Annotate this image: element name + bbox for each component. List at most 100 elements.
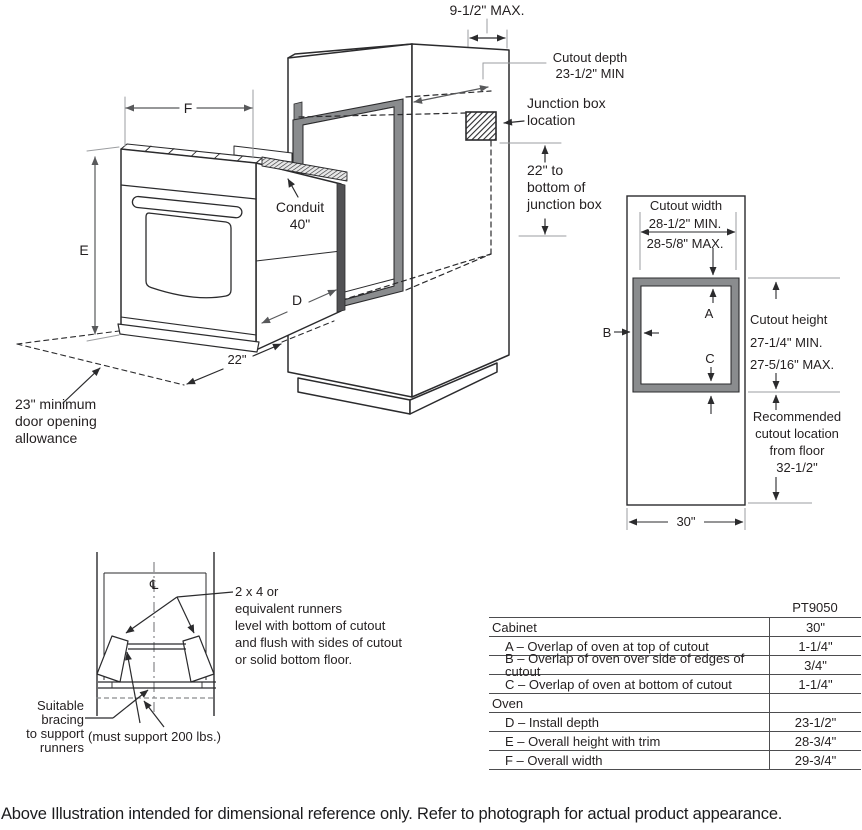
row-label: F – Overall width: [489, 751, 770, 769]
dim-c: C: [705, 351, 715, 414]
oven-handle: [131, 195, 243, 219]
row-label: E – Overall height with trim: [489, 732, 770, 750]
dim-f: F: [124, 89, 254, 159]
oven-trim-line: [120, 316, 257, 336]
dim-b: B: [603, 325, 659, 340]
runner-view: ℄ 2 x 4 or equivalent runners level with…: [26, 552, 402, 755]
cutout-width-line1: Cutout width: [650, 198, 722, 213]
cutout-depth-line2: 23-1/2" MIN: [556, 66, 625, 81]
oven: [117, 143, 348, 353]
row-label: A – Overlap of oven at top of cutout: [489, 637, 770, 655]
runner-note-line4: and flush with sides of cutout: [235, 635, 402, 650]
dim-cutout-width: Cutout width 28-1/2" MIN. 28-5/8" MAX.: [639, 198, 737, 270]
recommended-line2: cutout location: [755, 426, 839, 441]
dim-cutout-depth: Cutout depth 23-1/2" MIN: [413, 50, 627, 104]
oven-window: [145, 212, 232, 299]
junction-dim-line1: 22" to: [527, 162, 563, 178]
dim-9-5-max: 9-1/2" MAX.: [450, 2, 525, 42]
row-label: B – Overlap of oven over side of edges o…: [489, 652, 770, 678]
table-row-c: C – Overlap of oven at bottom of cutout …: [489, 675, 861, 694]
dim-cutout-height: Cutout height 27-1/4" MIN. 27-5/16" MAX.: [748, 277, 840, 393]
bracing-leader: [85, 651, 165, 728]
dim-f-label: F: [184, 100, 193, 116]
oven-rear-trim: [336, 182, 346, 313]
front-cutout: [632, 277, 740, 393]
runner-left: [96, 635, 129, 683]
cutout-height-line3: 27-5/16" MAX.: [750, 357, 834, 372]
spec-table-header: PT9050: [489, 597, 861, 617]
recommended-line3: from floor: [770, 443, 826, 458]
dim-e-label: E: [79, 242, 88, 258]
door-allowance: 23" minimum door opening allowance: [15, 367, 101, 446]
row-value: 29-3/4": [794, 752, 837, 768]
dim-a: A: [705, 248, 717, 321]
row-label: D – Install depth: [489, 713, 770, 731]
dim-recommended: Recommended cutout location from floor 3…: [748, 394, 841, 504]
bracing-line4: runners: [40, 740, 85, 755]
runner-note-line3: level with bottom of cutout: [235, 618, 386, 633]
recommended-line1: Recommended: [753, 409, 841, 424]
cutout-depth-line1: Cutout depth: [553, 50, 627, 65]
runner-right: [182, 635, 215, 683]
dim-22: 22": [186, 343, 282, 385]
bracing-label: Suitable bracing to support runners: [26, 698, 84, 755]
table-row-d: D – Install depth 23-1/2": [489, 713, 861, 732]
table-row-a: A – Overlap of oven at top of cutout 1-1…: [489, 637, 861, 656]
installation-diagram: F E D 22" 23" minimum door opening allow…: [15, 2, 841, 755]
cutout-width-line2: 28-1/2" MIN.: [649, 216, 722, 231]
table-row-b: B – Overlap of oven over side of edges o…: [489, 652, 861, 678]
row-value: 1-1/4": [798, 638, 833, 654]
junction-box: [465, 111, 497, 141]
conduit-line2: 40": [290, 216, 311, 232]
conduit-line1: Conduit: [276, 199, 324, 215]
runner-note-leader: [125, 591, 234, 634]
table-row-f: F – Overall width 29-3/4": [489, 751, 861, 770]
junction-box-label: Junction box location: [503, 95, 606, 128]
dim-junction-22: 22" to bottom of junction box: [499, 142, 602, 237]
conduit-hatch: [261, 156, 348, 182]
runner-cabinet-walls: [96, 552, 215, 716]
dim-d: D: [261, 289, 337, 324]
iso-view: F E D 22" 23" minimum door opening allow…: [15, 2, 627, 446]
row-label: C – Overlap of oven at bottom of cutout: [489, 675, 770, 693]
conduit-label: Conduit 40": [276, 178, 324, 232]
junction-dim-line3: junction box: [526, 196, 602, 212]
door-allowance-line2: door opening: [15, 413, 97, 429]
junction-box-line1: Junction box: [527, 95, 606, 111]
runner-note-line1: 2 x 4 or: [235, 584, 279, 599]
recommended-line4: 32-1/2": [776, 460, 818, 475]
door-allowance-line1: 23" minimum: [15, 396, 96, 412]
spec-table-body: Cabinet 30" A – Overlap of oven at top o…: [489, 617, 861, 770]
centerline-symbol: ℄: [149, 578, 159, 593]
dim-30-label: 30": [676, 514, 695, 529]
row-value: 1-1/4": [798, 676, 833, 692]
spec-table: PT9050 Cabinet 30" A – Overlap of oven a…: [489, 597, 861, 770]
runner-note: 2 x 4 or equivalent runners level with b…: [235, 584, 402, 667]
bracing-line2: bracing: [41, 712, 84, 727]
runner-note-line5: or solid bottom floor.: [235, 652, 352, 667]
cutout-height-line1: Cutout height: [750, 312, 828, 327]
row-value: 28-3/4": [794, 733, 837, 749]
runner-note-line2: equivalent runners: [235, 601, 342, 616]
dim-22-label: 22": [227, 352, 246, 367]
cutout-height-line2: 27-1/4" MIN.: [750, 335, 823, 350]
dim-9-5-max-label: 9-1/2" MAX.: [450, 2, 525, 18]
control-panel-line: [120, 184, 257, 200]
row-label: Cabinet: [489, 618, 770, 636]
row-label: Oven: [489, 694, 770, 712]
dim-30: 30": [626, 508, 746, 530]
row-value: 23-1/2": [794, 714, 837, 730]
table-row-e: E – Overall height with trim 28-3/4": [489, 732, 861, 751]
dim-c-label: C: [705, 351, 714, 366]
junction-box-line2: location: [527, 112, 575, 128]
dim-b-label: B: [603, 325, 612, 340]
row-value: 3/4": [804, 657, 827, 673]
table-row-oven: Oven: [489, 694, 861, 713]
dim-d-label: D: [292, 292, 302, 308]
dim-a-label: A: [705, 306, 714, 321]
disclaimer-text: Above Illustration intended for dimensio…: [1, 805, 783, 823]
dim-e: E: [79, 146, 120, 342]
must-support-label: (must support 200 lbs.): [88, 729, 221, 744]
door-allowance-line3: allowance: [15, 430, 77, 446]
